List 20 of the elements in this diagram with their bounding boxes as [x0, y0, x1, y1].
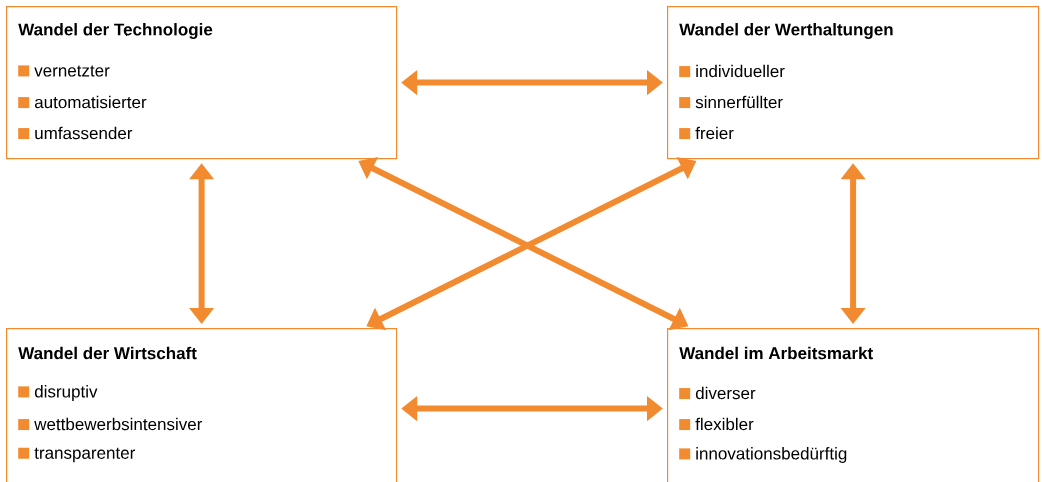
bullet-item: disruptiv — [18, 385, 98, 401]
bullet-item: automatisierter — [18, 95, 147, 109]
bullet-item: innovationsbedürftig — [679, 447, 847, 463]
bullet-item: flexibler — [679, 417, 754, 431]
box-heading: Wandel der Technologie — [18, 23, 213, 39]
bullet-item: sinnerfüllter — [679, 95, 783, 109]
bullet-item: vernetzter — [18, 65, 110, 77]
bullet-item: diverser — [679, 386, 756, 400]
bullet-item: umfassender — [18, 126, 133, 140]
box-heading: Wandel der Wirtschaft — [18, 346, 197, 360]
box-heading: Wandel im Arbeitsmarkt — [679, 346, 873, 360]
text-box — [667, 6, 1040, 160]
bullet-item: individueller — [679, 64, 785, 78]
box-heading: Wandel der Werthaltungen — [679, 23, 893, 39]
bullet-item: freier — [679, 126, 734, 140]
text-box — [6, 328, 398, 482]
bullet-item: transparenter — [18, 447, 136, 463]
text-box — [6, 6, 398, 160]
bullet-item: wettbewerbsintensiver — [18, 417, 203, 431]
text-box — [667, 328, 1040, 482]
